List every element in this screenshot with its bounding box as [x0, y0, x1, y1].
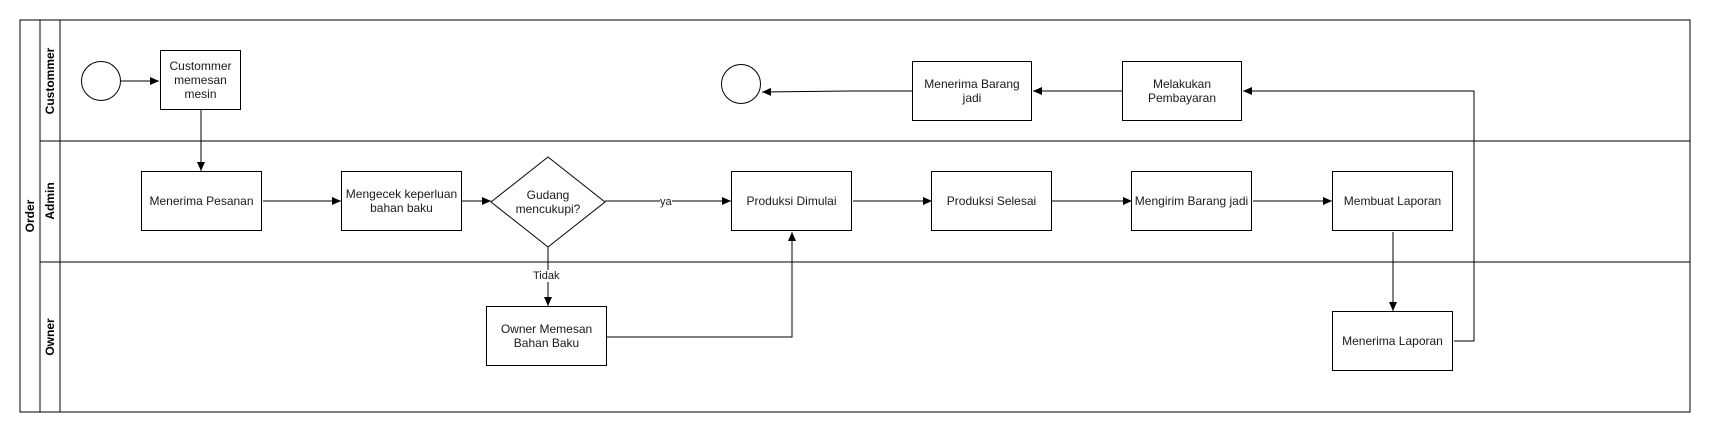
edge-receive-goods-to-end — [761, 87, 912, 96]
task-production-start: Produksi Dimulai — [731, 171, 852, 231]
decision-label: Gudang mencukupi? — [515, 188, 581, 216]
task-receive-goods: Menerima Barang jadi — [912, 61, 1032, 121]
edge-label-yes: ya — [660, 196, 672, 208]
task-check-materials: Mengecek keperluan bahan baku — [341, 171, 462, 231]
edge-label-no: Tidak — [533, 270, 560, 282]
task-customer-order: Custommer memesan mesin — [160, 50, 241, 110]
task-make-payment: Melakukan Pembayaran — [1122, 61, 1242, 121]
task-send-goods: Mengirim Barang jadi — [1131, 171, 1252, 231]
edge-owner-report-to-payment — [1243, 87, 1475, 342]
lane-label-owner: Owner — [43, 318, 57, 356]
pool-border — [19, 19, 1691, 413]
lane-label-admin: Admin — [43, 182, 57, 220]
task-owner-order-materials: Owner Memesan Bahan Baku — [486, 306, 607, 366]
task-make-report: Membuat Laporan — [1332, 171, 1453, 231]
task-production-done: Produksi Selesai — [931, 171, 1052, 231]
edge-owner-to-production — [607, 232, 796, 338]
lane-label-customer: Custommer — [43, 47, 57, 115]
task-receive-report: Menerima Laporan — [1332, 311, 1453, 371]
task-receive-order: Menerima Pesanan — [141, 171, 262, 231]
start-event — [81, 61, 121, 101]
pool-title: Order — [23, 199, 37, 233]
end-event — [721, 64, 761, 104]
